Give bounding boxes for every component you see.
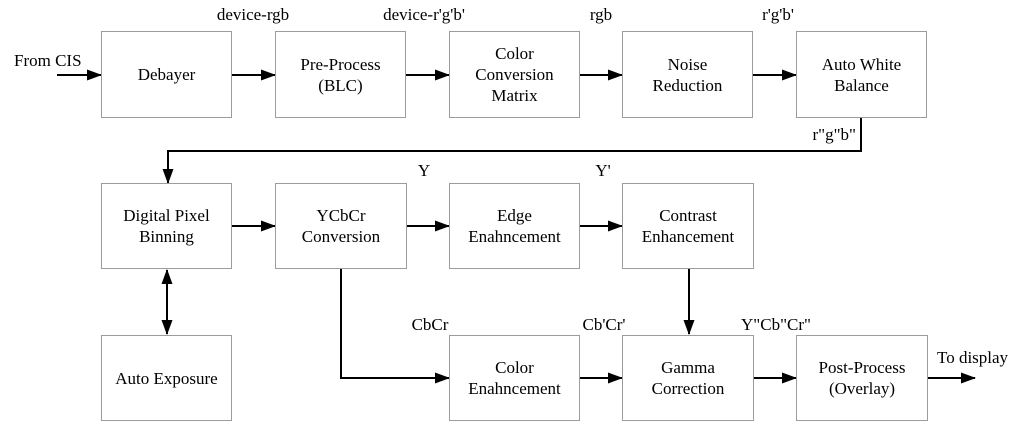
signal-label-rgb-prime: r'g'b' — [762, 5, 794, 24]
signal-label-rgb: rgb — [589, 5, 613, 24]
signal-label-y-prime: Y' — [595, 161, 611, 180]
block-auto-exposure: Auto Exposure — [101, 335, 232, 421]
signal-label-device-rgb: device-rgb — [216, 5, 290, 24]
block-noise-reduction: Noise Reduction — [622, 31, 753, 118]
block-preprocess: Pre-Process (BLC) — [275, 31, 406, 118]
block-color-enhancement: Color Enahncement — [449, 335, 580, 421]
block-debayer: Debayer — [101, 31, 232, 118]
block-post-process: Post-Process (Overlay) — [796, 335, 928, 421]
signal-label-y: Y — [417, 161, 431, 180]
block-auto-white-balance: Auto White Balance — [796, 31, 927, 118]
arrow-ycbcr-branch-to-colorenh — [340, 269, 450, 384]
signal-label-ycbcr-double-prime: Y"Cb"Cr" — [741, 315, 811, 334]
block-edge-enhancement: Edge Enahncement — [449, 183, 580, 269]
signal-label-cbcr-prime: Cb'Cr' — [582, 315, 626, 334]
block-color-conversion-matrix: Color Conversion Matrix — [449, 31, 580, 118]
block-ycbcr-conversion: YCbCr Conversion — [275, 183, 407, 269]
input-label-from-cis: From CIS — [14, 51, 82, 70]
signal-label-device-rgb-prime: device-r'g'b' — [383, 5, 465, 24]
block-digital-pixel-binning: Digital Pixel Binning — [101, 183, 232, 269]
arrow-awb-feedback-to-dpb — [162, 118, 862, 184]
block-gamma-correction: Gamma Correction — [622, 335, 754, 421]
output-label-to-display: To display — [937, 348, 1009, 367]
signal-label-rgb-double-prime: r"g"b" — [812, 125, 856, 144]
signal-label-cbcr: CbCr — [411, 315, 449, 334]
block-contrast-enhancement: Contrast Enhancement — [622, 183, 754, 269]
